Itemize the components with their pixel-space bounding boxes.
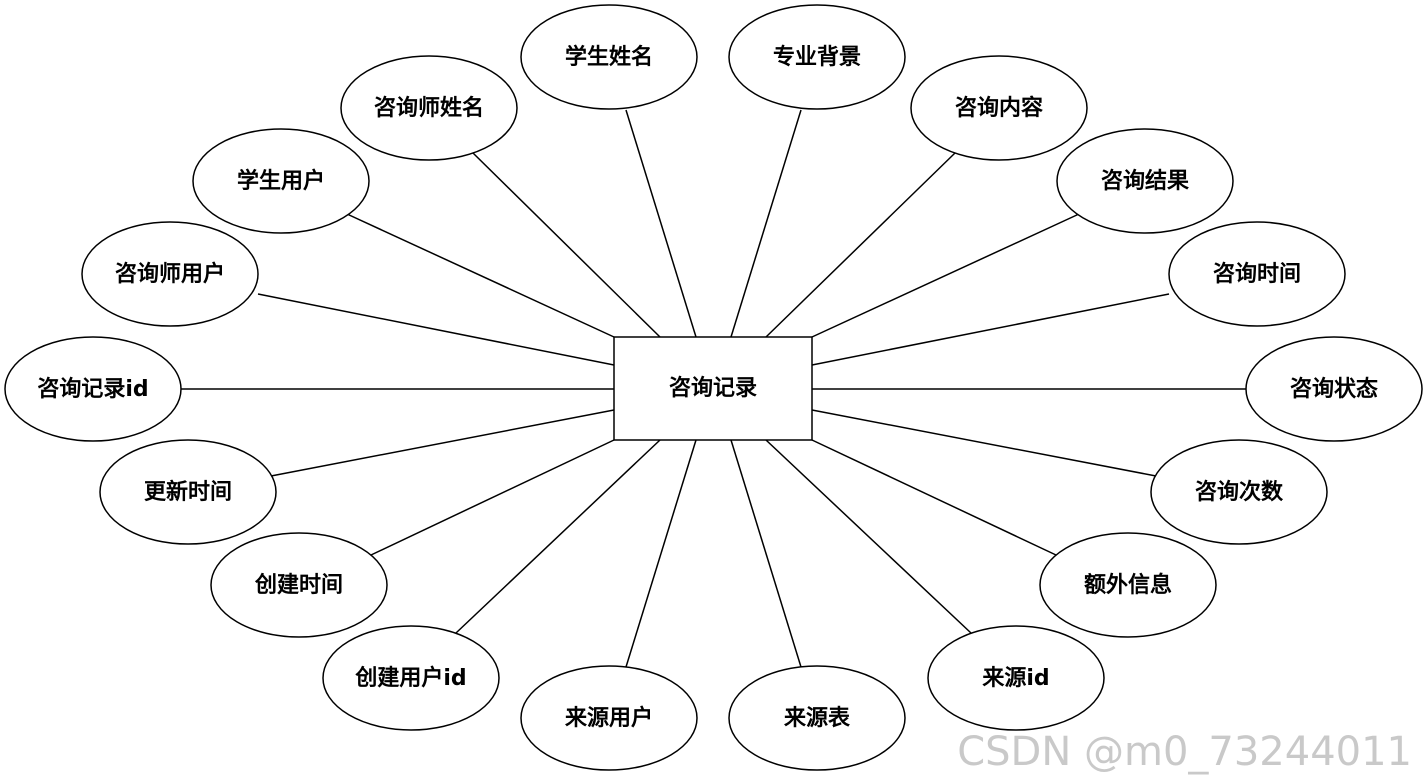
attribute-node: 咨询状态 [1245,336,1423,442]
attribute-node: 来源表 [728,665,906,771]
attribute-node: 咨询时间 [1168,221,1346,327]
attribute-label: 咨询内容 [955,95,1043,121]
attribute-label: 学生姓名 [565,44,653,70]
connector-line [730,109,802,338]
attribute-node: 咨询师姓名 [340,55,518,161]
connector-line [765,439,972,634]
connector-lines [181,109,1246,668]
attribute-ellipse [322,625,500,731]
connector-line [270,409,615,477]
attribute-ellipse [99,439,277,545]
attribute-node: 更新时间 [99,439,277,545]
attribute-node: 咨询结果 [1056,128,1234,234]
attribute-label: 创建用户id [354,665,466,691]
attribute-node: 咨询内容 [910,55,1088,161]
connector-line [625,439,697,668]
connector-line [811,293,1170,366]
attribute-label: 额外信息 [1084,572,1172,598]
connector-line [625,109,697,338]
attribute-label: 来源表 [783,706,851,731]
attribute-node: 创建用户id [322,625,500,731]
attribute-ellipse [81,221,259,327]
attribute-ellipse [1039,532,1217,638]
entity-label: 咨询记录 [669,375,757,401]
attribute-node: 来源用户 [520,665,698,771]
attribute-ellipse [927,625,1105,731]
connector-line [455,439,661,634]
attribute-ellipse [520,665,698,771]
attribute-label: 学生用户 [237,168,325,194]
connector-line [346,213,615,338]
attribute-ellipse [1150,439,1328,545]
attribute-ellipse [210,532,388,638]
attribute-label: 咨询状态 [1290,376,1378,402]
connector-line [370,439,615,556]
attribute-node: 创建时间 [210,532,388,638]
attribute-ellipse [910,55,1088,161]
watermark: CSDN @m0_73244011 [957,729,1412,775]
connector-line [257,293,615,366]
attribute-ellipse [728,665,906,771]
attribute-label: 咨询师姓名 [374,95,484,121]
attribute-ellipse [1245,336,1423,442]
attribute-label: 创建时间 [254,573,343,598]
connector-line [811,409,1157,477]
attribute-label: 来源用户 [564,705,653,731]
attribute-node: 额外信息 [1039,532,1217,638]
attribute-label: 咨询结果 [1101,168,1189,194]
attribute-node: 咨询次数 [1150,439,1328,545]
attribute-ellipse [520,4,698,110]
attribute-ellipse [4,336,182,442]
attribute-label: 来源id [981,666,1049,691]
attribute-label: 更新时间 [144,479,232,505]
attribute-node: 学生姓名 [520,4,698,110]
entity: 咨询记录 [613,336,813,441]
entity-box [613,336,813,441]
attribute-node: 咨询记录id [4,336,182,442]
connector-line [811,439,1057,556]
attribute-label: 咨询师用户 [115,261,225,287]
attribute-label: 咨询记录id [37,376,148,402]
attribute-node: 咨询师用户 [81,221,259,327]
attribute-node: 学生用户 [192,128,370,234]
connector-line [472,152,661,338]
connector-line [765,152,956,338]
attribute-label: 咨询时间 [1213,261,1301,287]
attribute-ellipse [728,4,906,110]
attribute-ellipse [192,128,370,234]
connector-line [730,439,802,668]
attribute-label: 咨询次数 [1195,479,1284,505]
attribute-ellipse [1168,221,1346,327]
attribute-node: 专业背景 [728,4,906,110]
attribute-node: 来源id [927,625,1105,731]
attribute-label: 专业背景 [773,44,861,70]
attribute-ellipse [1056,128,1234,234]
attribute-ellipse [340,55,518,161]
connector-line [811,213,1080,338]
